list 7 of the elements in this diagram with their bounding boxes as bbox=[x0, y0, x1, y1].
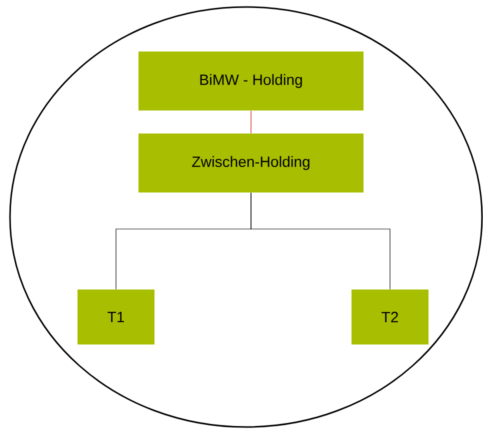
connector-line bbox=[250, 192, 390, 290]
group-ellipse bbox=[9, 6, 483, 428]
connector-line bbox=[250, 110, 252, 134]
company-box: Zwischen-Holding bbox=[138, 134, 364, 192]
company-box: T1 bbox=[78, 290, 154, 344]
company-box: BiMW - Holding bbox=[138, 52, 364, 110]
company-box: T2 bbox=[352, 290, 428, 344]
